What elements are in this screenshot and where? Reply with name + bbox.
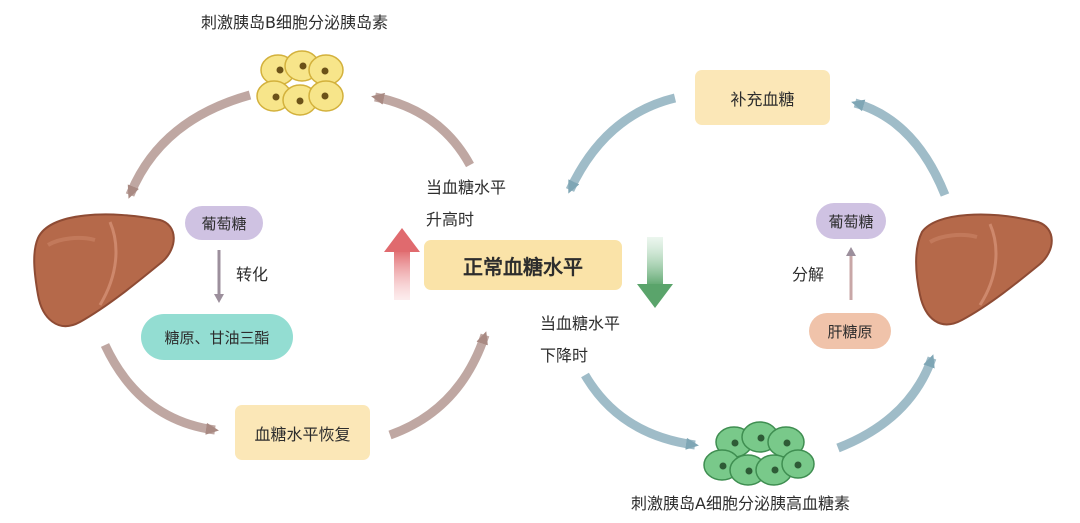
arrow-cells-to-liver [125,90,252,199]
left-storage-pill: 糖原、甘油三酯 [141,314,293,360]
arrow-liver-to-supplement [851,98,950,197]
liver-right-icon [915,213,1053,326]
arrow-high-to-cells [371,92,474,168]
arrow-up-glucose-rising [384,228,420,300]
top-beta-label: 刺激胰岛B细胞分泌胰岛素 [201,13,388,32]
arrow-liver-to-recover [100,343,219,435]
right-glycogen-pill: 肝糖原 [809,313,891,349]
left-recover-box: 血糖水平恢复 [235,405,370,460]
right-supplement-box: 补充血糖 [695,70,830,125]
arrow-recover-to-center [388,331,490,440]
right-decompose-label: 分解 [792,265,825,284]
right-glucose-pill: 葡萄糖 [816,203,886,239]
left-convert-label: 转化 [236,265,269,284]
high-glucose-condition: 当血糖水平升高时 [426,178,507,229]
beta-cells-icon [256,50,344,116]
normal-glucose-box: 正常血糖水平 [424,240,622,290]
alpha-cells-icon [703,421,815,486]
arrow-low-to-alpha-cells [581,372,699,450]
low-glucose-condition: 当血糖水平下降时 [540,314,621,365]
bottom-alpha-label: 刺激胰岛A细胞分泌胰高血糖素 [631,494,850,513]
arrow-alpha-cells-to-liver [836,354,937,453]
liver-left-icon [33,213,175,328]
arrow-down-glucose-falling [637,237,673,308]
left-glucose-pill: 葡萄糖 [185,206,263,240]
arrow-supplement-to-center [565,93,677,194]
